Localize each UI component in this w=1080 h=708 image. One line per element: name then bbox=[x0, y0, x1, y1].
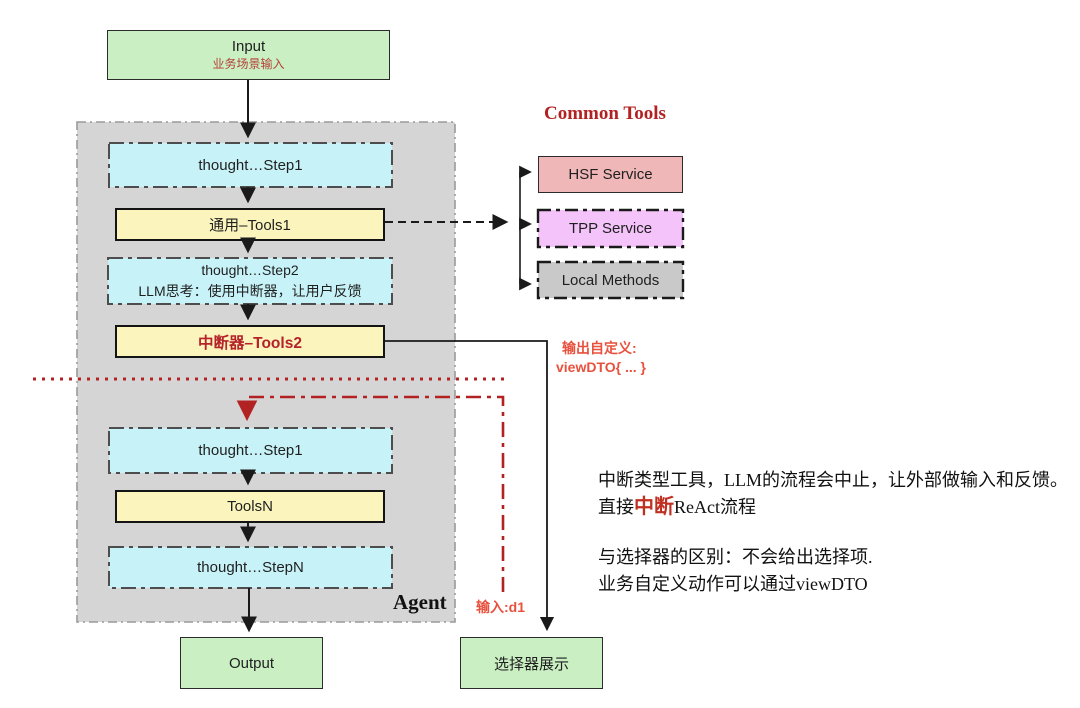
tpp-service-node: TPP Service bbox=[538, 210, 683, 247]
input-title: Input bbox=[231, 37, 266, 55]
note-line2-post: ReAct流程 bbox=[674, 497, 756, 517]
selector-note-line2: 业务自定义动作可以通过viewDTO bbox=[598, 574, 868, 594]
toolsN-label: ToolsN bbox=[227, 498, 273, 515]
note-line2-pre: 直接 bbox=[598, 497, 634, 517]
interrupt-note-line2: 直接中断ReAct流程 bbox=[598, 494, 1068, 521]
output-custom-annotation: 输出自定义: viewDTO{ ... } bbox=[556, 339, 646, 377]
output-node: Output bbox=[180, 637, 323, 689]
thought-step1-top-label: thought…Step1 bbox=[198, 156, 303, 174]
tools1-node: 通用–Tools1 bbox=[115, 208, 385, 241]
thought-step2-node: thought…Step2 LLM思考：使用中断器，让用户反馈 bbox=[108, 258, 392, 304]
thought-step1-top-node: thought…Step1 bbox=[109, 143, 392, 187]
local-methods-label: Local Methods bbox=[561, 271, 660, 289]
selector-display-node: 选择器展示 bbox=[460, 637, 603, 689]
common-tools-title: Common Tools bbox=[544, 103, 666, 124]
interrupt-note: 中断类型工具，LLM的流程会中止，让外部做输入和反馈。 直接中断ReAct流程 bbox=[598, 467, 1068, 521]
output-custom-line2: viewDTO{ ... } bbox=[556, 359, 646, 375]
thought-stepN-label: thought…StepN bbox=[197, 559, 304, 576]
interrupt-note-line1: 中断类型工具，LLM的流程会中止，让外部做输入和反馈。 bbox=[598, 470, 1068, 490]
selector-difference-note: 与选择器的区别：不会给出选择项. 业务自定义动作可以通过viewDTO bbox=[598, 544, 873, 598]
thought-step2-line2: LLM思考：使用中断器，让用户反馈 bbox=[138, 283, 362, 299]
local-methods-node: Local Methods bbox=[538, 262, 683, 298]
output-label: Output bbox=[228, 654, 275, 672]
selector-display-label: 选择器展示 bbox=[493, 655, 569, 673]
thought-stepN-node: thought…StepN bbox=[109, 547, 392, 588]
agent-label: Agent bbox=[393, 590, 447, 614]
input-node: Input 业务场景输入 bbox=[107, 30, 390, 80]
tools2-label: 中断器–Tools2 bbox=[198, 334, 302, 352]
hsf-service-node: HSF Service bbox=[538, 156, 683, 193]
output-custom-line1: 输出自定义: bbox=[562, 340, 637, 356]
note-line2-highlight: 中断 bbox=[634, 496, 674, 518]
input-d1-annotation: 输入:d1 bbox=[476, 599, 525, 615]
selector-note-line1: 与选择器的区别：不会给出选择项. bbox=[598, 547, 873, 567]
hsf-service-label: HSF Service bbox=[568, 166, 653, 183]
tpp-service-label: TPP Service bbox=[568, 220, 653, 237]
input-subtitle: 业务场景输入 bbox=[212, 56, 285, 71]
tools2-node: 中断器–Tools2 bbox=[115, 325, 385, 358]
thought-step1-bottom-label: thought…Step1 bbox=[198, 442, 303, 459]
tools1-label: 通用–Tools1 bbox=[209, 217, 291, 234]
thought-step1-bottom-node: thought…Step1 bbox=[109, 428, 392, 473]
toolsN-node: ToolsN bbox=[115, 490, 385, 523]
thought-step2-line1: thought…Step2 bbox=[201, 262, 299, 278]
